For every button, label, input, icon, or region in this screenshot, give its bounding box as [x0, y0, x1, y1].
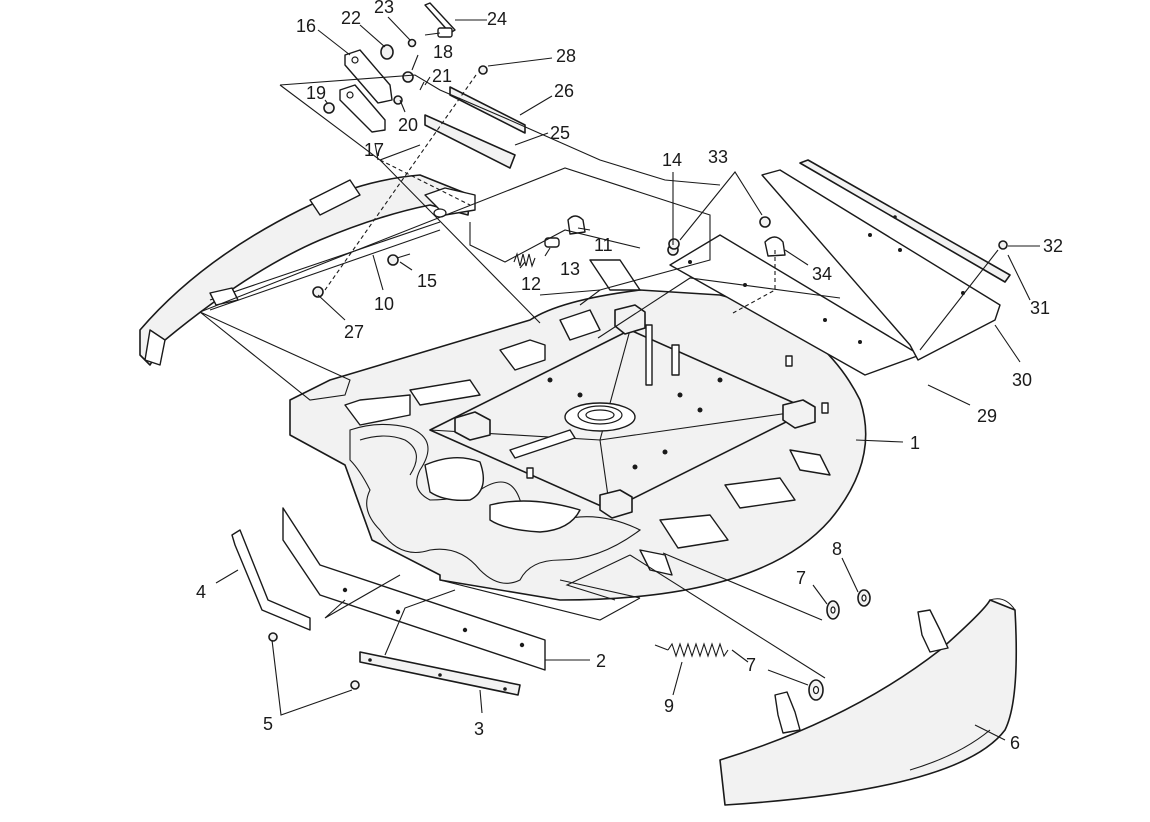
- callout-27: 27: [344, 322, 364, 342]
- callout-30: 30: [1012, 370, 1032, 390]
- callout-34: 34: [812, 264, 832, 284]
- part-23-ring: [407, 38, 417, 48]
- callout-32: 32: [1043, 236, 1063, 256]
- part-12-spring: [513, 252, 536, 268]
- part-2-skirt: [282, 507, 546, 671]
- deck-baffle: [349, 423, 796, 584]
- callout-23: 23: [374, 0, 394, 17]
- part-27-bolt: [312, 286, 324, 298]
- part-8-nut: [857, 589, 871, 607]
- part-31-strip: [799, 159, 1011, 283]
- callout-22: 22: [341, 8, 361, 28]
- callout-31: 31: [1030, 298, 1050, 318]
- callout-4: 4: [196, 582, 206, 602]
- part-32-bolt: [998, 240, 1008, 250]
- gearbox-mount-plate: [429, 304, 829, 519]
- deck-brackets: [344, 309, 831, 576]
- callout-16: 16: [296, 16, 316, 36]
- callout-18: 18: [433, 42, 453, 62]
- callout-7-upper: 7: [796, 568, 806, 588]
- callout-33: 33: [708, 147, 728, 167]
- part-19-nut: [323, 102, 335, 114]
- callout-24: 24: [487, 9, 507, 29]
- part-33-nuts: [668, 216, 771, 250]
- callout-labels: 1 2 3 4 5 6 7 7 8 9 10 11 12 13 14 15 16…: [196, 0, 1063, 753]
- part-9-spring: [654, 642, 749, 663]
- leader-lines: [199, 16, 1040, 741]
- part-10-lift-arm: [139, 174, 476, 366]
- part-22-washer: [380, 44, 394, 60]
- callout-13: 13: [560, 259, 580, 279]
- part-5-nuts: [268, 632, 360, 690]
- part-4-bracket: [231, 529, 311, 631]
- part-30-panel: [761, 169, 1001, 361]
- part-3-strip: [359, 651, 521, 696]
- part-21-pin: [419, 81, 425, 91]
- callout-2: 2: [596, 651, 606, 671]
- part-11-clip: [567, 215, 586, 235]
- callout-10: 10: [374, 294, 394, 314]
- callout-28: 28: [556, 46, 576, 66]
- part-6-bumper: [719, 598, 1018, 806]
- callout-1: 1: [910, 433, 920, 453]
- part-18-bolt: [402, 71, 414, 83]
- part-16-plate: [344, 49, 393, 104]
- callout-9: 9: [664, 696, 674, 716]
- callout-14: 14: [662, 150, 682, 170]
- part-34-clip: [764, 236, 786, 257]
- callout-21: 21: [432, 66, 452, 86]
- part-17-plate: [339, 84, 386, 133]
- part-24-handle: [424, 2, 456, 38]
- callout-6: 6: [1010, 733, 1020, 753]
- callout-15: 15: [417, 271, 437, 291]
- callout-8: 8: [832, 539, 842, 559]
- callout-3: 3: [474, 719, 484, 739]
- callout-11: 11: [594, 235, 613, 255]
- part-15-bolt: [387, 253, 411, 266]
- part-7-washers: [808, 600, 840, 701]
- callout-20: 20: [398, 115, 418, 135]
- callout-5: 5: [263, 714, 273, 734]
- callout-26: 26: [554, 81, 574, 101]
- part-28-bolt: [478, 65, 488, 75]
- callout-7-lower: 7: [746, 655, 756, 675]
- part-13-sleeve: [544, 237, 560, 248]
- callout-17: 17: [364, 140, 384, 160]
- callout-29: 29: [977, 406, 997, 426]
- callout-25: 25: [550, 123, 570, 143]
- part-25-bar: [424, 114, 516, 169]
- callout-12: 12: [521, 274, 541, 294]
- callout-19: 19: [306, 83, 326, 103]
- part-20-washer: [393, 95, 403, 105]
